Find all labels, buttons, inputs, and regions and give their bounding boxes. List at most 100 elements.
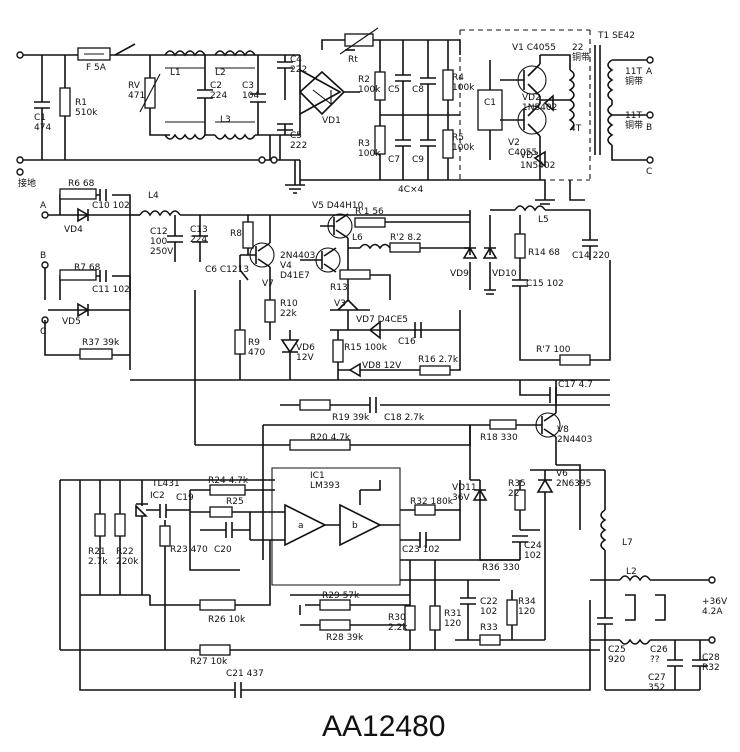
r8-resistor bbox=[242, 221, 254, 249]
label-l2-out: L2 bbox=[626, 567, 637, 577]
r22-resistor bbox=[114, 513, 126, 537]
ground-terminal bbox=[16, 168, 24, 176]
rt-thermistor bbox=[344, 33, 374, 47]
output-minus bbox=[708, 636, 716, 644]
label-r11: R'1 56 bbox=[355, 207, 384, 217]
label-r18: R18 330 bbox=[480, 433, 518, 443]
label-t4: 4T bbox=[570, 124, 582, 134]
r27-resistor bbox=[199, 644, 231, 656]
label-c21: C21 437 bbox=[226, 669, 264, 679]
t1-secondary-a bbox=[607, 59, 614, 101]
label-vd10: VD10 bbox=[492, 269, 517, 279]
label-vd5: VD5 bbox=[62, 317, 81, 327]
label-rt: Rt bbox=[348, 55, 358, 65]
r29-resistor bbox=[319, 599, 351, 611]
mains-terminal-2 bbox=[16, 156, 24, 164]
label-r28: R28 39k bbox=[326, 633, 364, 643]
label-r6: R6 68 bbox=[68, 179, 95, 189]
r15-resistor bbox=[332, 339, 344, 363]
label-c26: C26?? bbox=[650, 645, 668, 665]
label-v7: V7 bbox=[262, 279, 274, 289]
lm393-comparator bbox=[271, 467, 401, 586]
r11-resistor bbox=[354, 217, 386, 228]
label-v3: V3 bbox=[334, 299, 346, 309]
label-r8: R8 bbox=[230, 229, 242, 239]
l6-inductor bbox=[359, 243, 391, 250]
label-t1: T1 SE42 bbox=[597, 31, 635, 41]
hv-bus bbox=[300, 27, 654, 205]
label-r32: R32 180k bbox=[410, 497, 454, 507]
control-section bbox=[59, 467, 600, 698]
r16-resistor bbox=[419, 365, 451, 376]
label-r12: R'2 8.2 bbox=[390, 233, 422, 243]
label-c7: C7 bbox=[388, 155, 400, 165]
v1-transistor bbox=[500, 63, 541, 97]
label-r27: R27 10k bbox=[190, 657, 228, 667]
label-r24: R24 4.7k bbox=[208, 476, 249, 486]
r21-resistor bbox=[94, 513, 106, 537]
label-l1: L1 bbox=[170, 68, 181, 78]
label-term-b: B bbox=[646, 123, 652, 133]
label-term-c: C bbox=[646, 167, 652, 177]
r4-resistor bbox=[442, 69, 454, 101]
label-l4: L4 bbox=[148, 191, 159, 201]
r7-resistor bbox=[59, 269, 97, 281]
r30-resistor bbox=[404, 605, 416, 631]
label-v5: V5 D44H10 bbox=[312, 201, 364, 211]
label-r33: R33 bbox=[480, 623, 498, 633]
r25-resistor bbox=[209, 506, 233, 518]
r14-resistor bbox=[514, 233, 526, 259]
label-vd4: VD4 bbox=[64, 225, 83, 235]
l7-inductor bbox=[600, 509, 607, 551]
v7-transistor bbox=[240, 242, 271, 268]
op-amp-b bbox=[339, 503, 382, 547]
label-ic2: IC2 bbox=[150, 491, 165, 501]
v6-scr bbox=[536, 478, 554, 493]
r28-resistor bbox=[319, 619, 351, 631]
driver-ic-c1 bbox=[477, 89, 503, 131]
label-l7: L7 bbox=[622, 538, 633, 548]
label-r7: R7 68 bbox=[74, 263, 101, 273]
v8-transistor bbox=[525, 412, 557, 438]
l4-inductor bbox=[139, 210, 181, 217]
label-op-a: a bbox=[298, 521, 304, 531]
label-c10: C10 102 bbox=[92, 201, 130, 211]
label-r37: R37 39k bbox=[82, 338, 120, 348]
label-l6: L6 bbox=[352, 233, 363, 243]
label-op-b: b bbox=[352, 521, 358, 531]
secondary-rectifier bbox=[41, 188, 610, 381]
label-in-b: B bbox=[40, 251, 46, 261]
r17-resistor bbox=[559, 354, 591, 366]
label-c16: C16 bbox=[398, 337, 416, 347]
r34-resistor bbox=[506, 599, 518, 626]
l1-coil-top bbox=[164, 50, 206, 57]
mains-terminal-1 bbox=[16, 51, 24, 59]
label-vd7: VD7 D4CE5 bbox=[356, 315, 408, 325]
label-ground: 接地 bbox=[18, 177, 36, 189]
diagram-code: AA12480 bbox=[322, 710, 445, 743]
label-r23: R23 470 bbox=[170, 545, 208, 555]
label-c20: C20 bbox=[214, 545, 232, 555]
v3-transistor bbox=[330, 299, 370, 311]
r33-resistor bbox=[479, 634, 501, 646]
